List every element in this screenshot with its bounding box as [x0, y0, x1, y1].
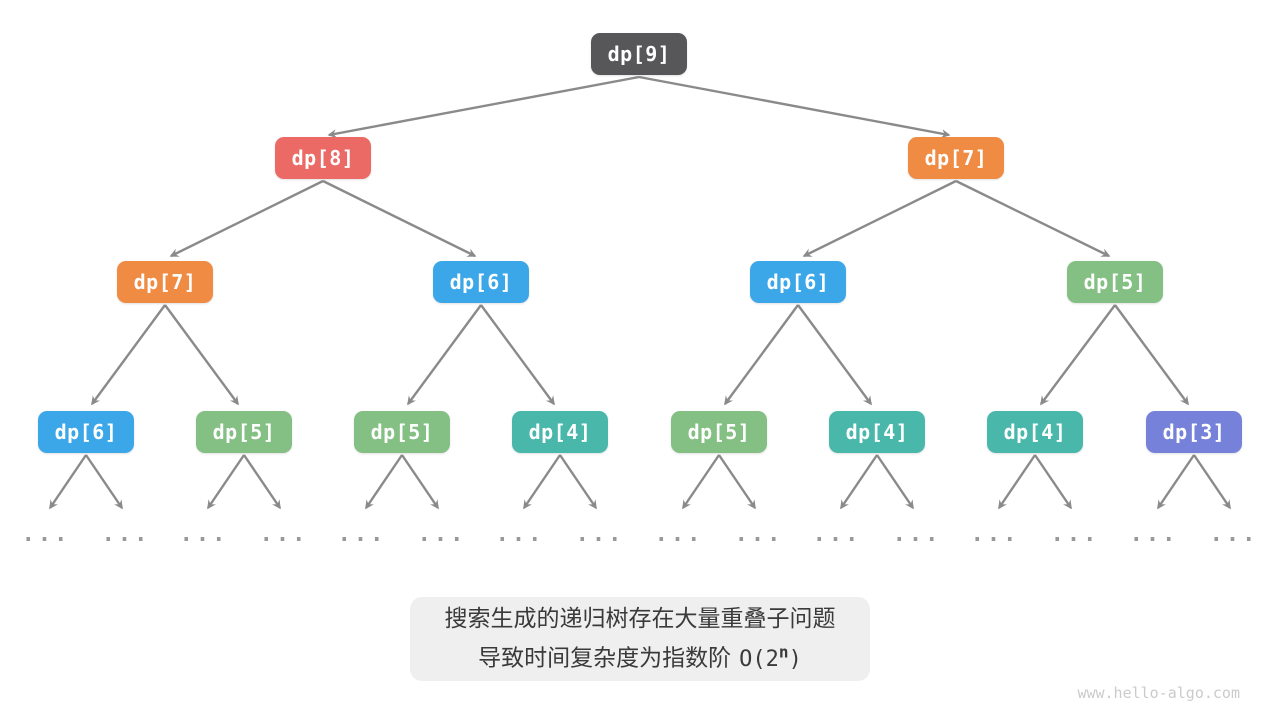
- tree-node-dp7-r: dp[7]: [908, 137, 1004, 179]
- ellipsis: ...: [812, 522, 862, 547]
- ellipsis: ...: [259, 522, 309, 547]
- ellipsis: ...: [417, 522, 467, 547]
- ellipsis: ...: [892, 522, 942, 547]
- tree-node-dp6-b: dp[6]: [750, 261, 846, 303]
- tree-node-dp5-a: dp[5]: [1067, 261, 1163, 303]
- caption-formula: O(2n): [739, 642, 802, 672]
- ellipsis: ...: [1050, 522, 1100, 547]
- ellipsis: ...: [179, 522, 229, 547]
- formula-exponent: n: [778, 642, 789, 662]
- watermark: www.hello-algo.com: [1077, 684, 1240, 702]
- tree-node-dp5-d: dp[5]: [671, 411, 767, 453]
- tree-node-dp8: dp[8]: [275, 137, 371, 179]
- ellipsis: ...: [575, 522, 625, 547]
- ellipsis: ...: [337, 522, 387, 547]
- ellipsis: ...: [734, 522, 784, 547]
- tree-node-dp9: dp[9]: [591, 33, 687, 75]
- tree-node-dp4-b: dp[4]: [829, 411, 925, 453]
- ellipsis: ...: [101, 522, 151, 547]
- ellipsis: ...: [1129, 522, 1179, 547]
- caption-line1: 搜索生成的递归树存在大量重叠子问题: [444, 605, 836, 632]
- tree-node-dp5-b: dp[5]: [196, 411, 292, 453]
- tree-node-dp6-c: dp[6]: [38, 411, 134, 453]
- tree-node-dp5-c: dp[5]: [354, 411, 450, 453]
- tree-node-dp4-c: dp[4]: [987, 411, 1083, 453]
- ellipsis: ...: [1209, 522, 1259, 547]
- ellipsis: ...: [654, 522, 704, 547]
- caption-line2: 导致时间复杂度为指数阶 O(2n): [478, 635, 802, 676]
- tree-node-dp3: dp[3]: [1146, 411, 1242, 453]
- ellipsis: ...: [495, 522, 545, 547]
- tree-node-dp6-a: dp[6]: [433, 261, 529, 303]
- tree-node-dp7-l: dp[7]: [117, 261, 213, 303]
- ellipsis: ...: [21, 522, 71, 547]
- formula-close: ): [788, 646, 802, 672]
- caption-line2-text: 导致时间复杂度为指数阶: [478, 644, 732, 671]
- formula-open: O(2: [739, 646, 779, 672]
- edge-lines: [49, 75, 1231, 510]
- tree-node-dp4-a: dp[4]: [512, 411, 608, 453]
- ellipsis: ...: [970, 522, 1020, 547]
- caption-box: 搜索生成的递归树存在大量重叠子问题 导致时间复杂度为指数阶 O(2n): [410, 597, 870, 681]
